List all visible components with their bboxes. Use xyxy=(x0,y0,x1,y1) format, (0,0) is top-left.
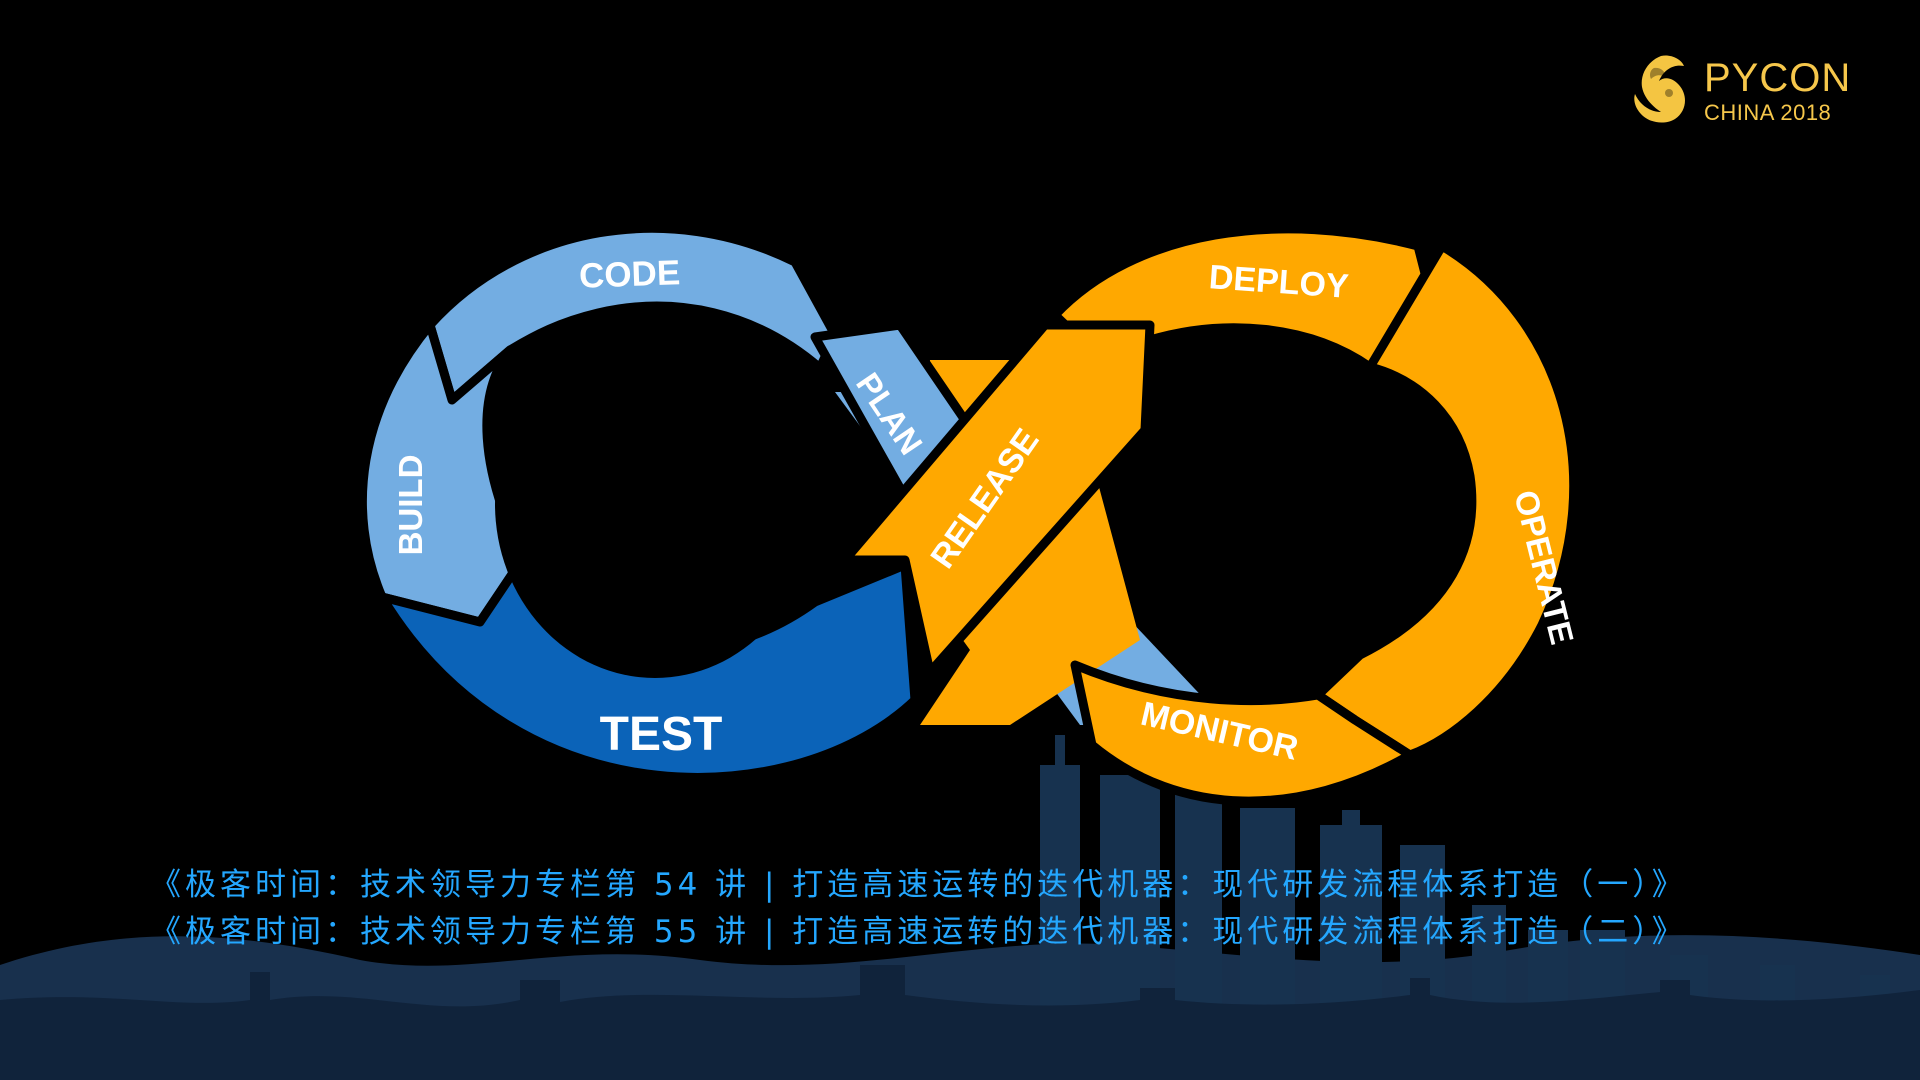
city-skyline xyxy=(0,735,1920,1080)
skyline-front xyxy=(0,965,1920,1080)
right-loop-hole xyxy=(1125,336,1435,676)
release-segment[interactable] xyxy=(840,320,1155,677)
operate-segment[interactable] xyxy=(1313,241,1579,760)
right-loop xyxy=(1050,224,1579,806)
code-segment[interactable] xyxy=(425,223,840,405)
build-label: BUILD xyxy=(392,455,429,556)
left-loop-hole xyxy=(495,330,815,678)
monitor-segment[interactable] xyxy=(1070,660,1415,806)
pycon-subtitle: CHINA 2018 xyxy=(1704,100,1832,125)
pycon-logo: PYCON CHINA 2018 xyxy=(1626,52,1920,142)
code-label: CODE xyxy=(578,253,680,296)
reference-caption-55: 《极客时间：技术领导力专栏第 55 讲 | 打造高速运转的迭代机器：现代研发流程… xyxy=(150,914,1687,950)
reference-caption-54: 《极客时间：技术领导力专栏第 54 讲 | 打造高速运转的迭代机器：现代研发流程… xyxy=(150,867,1687,903)
pycon-title: PYCON xyxy=(1704,56,1852,100)
dragon-logo-icon xyxy=(1634,55,1685,123)
deploy-segment[interactable] xyxy=(1050,224,1447,393)
test-label: TEST xyxy=(600,708,723,761)
left-loop xyxy=(357,223,980,782)
